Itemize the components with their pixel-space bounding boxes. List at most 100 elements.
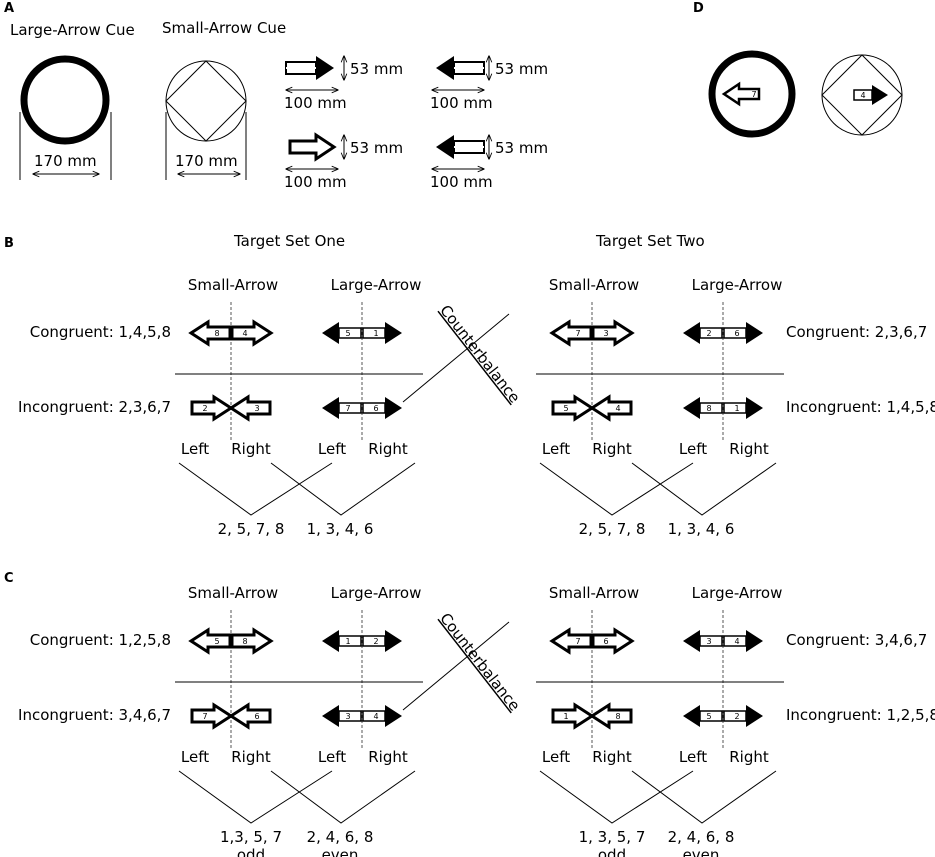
c-set2-small-incong-right-number: 8: [615, 712, 620, 721]
b-set1-large-left-label: Left: [318, 440, 346, 458]
c-set2-large-incong-left-number: 5: [706, 712, 711, 721]
b-set2-large-incong-left-number: 8: [706, 404, 711, 413]
c-set1-large-incong-right: 4: [362, 705, 402, 727]
c-set1-right-group-sub: even: [322, 846, 359, 857]
c-set2-large-cong-left: 3: [683, 630, 723, 652]
c-counterbalance: Counterbalance: [402, 609, 524, 714]
b-set1-large-incong-right-number: 6: [373, 404, 378, 413]
c-set2-small-arrow-heading: Small-Arrow: [549, 584, 639, 602]
c-set1-congruent-label: Congruent: 1,2,5,8: [30, 631, 171, 649]
b-set1-right-grouping-lines: [270, 462, 416, 516]
c-set2-small-incong-right: 8: [589, 702, 633, 730]
b-set2-small-incong-right-number: 4: [615, 404, 620, 413]
specimen-arrow-4: [436, 135, 485, 159]
b-set1-large-incong-left-number: 7: [345, 404, 350, 413]
c-set2-right-group-label: 2, 4, 6, 8: [668, 828, 735, 846]
b-set2-large-incong-right-number: 1: [734, 404, 739, 413]
c-set1-large-cong-right: 2: [362, 630, 402, 652]
b-set2-small-cong-right-number: 3: [603, 329, 608, 338]
specimen-width-label-3: 100 mm: [284, 173, 347, 191]
b-set1-small-right-label: Right: [231, 440, 271, 458]
b-set1-large-incong-right: 6: [362, 397, 402, 419]
b-set1-large-incong-left: 7: [322, 397, 362, 419]
c-set1-large-cong-left-number: 1: [345, 637, 350, 646]
panel-label-a: A: [4, 1, 14, 16]
c-set1-large-right-label: Right: [368, 748, 408, 766]
b-counterbalance-label: Counterbalance: [436, 301, 523, 406]
b-set1-large-cong-left-number: 5: [345, 329, 350, 338]
panel-a: A Large-Arrow Cue Small-Arrow Cue 170 mm…: [4, 1, 548, 191]
c-set2-large-right-label: Right: [729, 748, 769, 766]
b-set2-small-right-label: Right: [592, 440, 632, 458]
c-set2-small-left-label: Left: [542, 748, 570, 766]
b-set1-left-grouping-lines: [178, 462, 333, 516]
c-set2-large-arrow-heading: Large-Arrow: [692, 584, 783, 602]
c-set2-small-incong-left: 1: [551, 702, 595, 730]
c-set2-small-right-label: Right: [592, 748, 632, 766]
large-cue-circle: [20, 55, 110, 145]
c-counterbalance-cross-line: [402, 621, 510, 711]
small-cue-circle: [165, 60, 247, 142]
c-set1-large-incong-right-number: 4: [373, 712, 378, 721]
b-set2-small-incong-right: 4: [589, 394, 633, 422]
b-target-set-two-title: Target Set Two: [595, 232, 705, 250]
b-set1-small-incong-left: 2: [190, 394, 234, 422]
c-set1-small-right-label: Right: [231, 748, 271, 766]
specimen-height-label-1: 53 mm: [350, 60, 403, 78]
specimen-width-label-4: 100 mm: [430, 173, 493, 191]
b-set1-large-arrow-heading: Large-Arrow: [331, 276, 422, 294]
panel-label-c: C: [4, 571, 14, 586]
c-set1-left-grouping-lines: [178, 770, 333, 824]
b-set1-congruent-label: Congruent: 1,4,5,8: [30, 323, 171, 341]
c-set1-small-left-label: Left: [181, 748, 209, 766]
b-set1-small-incong-left-number: 2: [202, 404, 207, 413]
b-set1-large-cong-left: 5: [322, 322, 362, 344]
specimen-height-label-4: 53 mm: [495, 139, 548, 157]
c-set1-small-cong-right-number: 8: [242, 637, 247, 646]
d-small-arrow: [853, 85, 888, 105]
b-set1-small-cong-left: 8: [188, 319, 232, 347]
b-set2-right-grouping-lines: [631, 462, 777, 516]
b-set2-large-left-label: Left: [679, 440, 707, 458]
b-set1-small-cong-left-number: 8: [214, 329, 219, 338]
b-set1-incongruent-label: Incongruent: 2,3,6,7: [18, 398, 171, 416]
specimen-height-label-3: 53 mm: [350, 139, 403, 157]
c-set1-incongruent-label: Incongruent: 3,4,6,7: [18, 706, 171, 724]
b-target-set-one-title: Target Set One: [233, 232, 345, 250]
b-set2-large-cong-right: 6: [723, 322, 763, 344]
c-set1-left-group-sub: odd: [237, 846, 265, 857]
small-cue-diamond: [165, 60, 247, 142]
c-set2-congruent-label: Congruent: 3,4,6,7: [786, 631, 927, 649]
c-set1-left-group-label: 1,3, 5, 7: [220, 828, 282, 846]
specimen-arrow-2: [436, 56, 485, 80]
b-set1-small-cong-right-number: 4: [242, 329, 247, 338]
b-set1-small-arrow-heading: Small-Arrow: [188, 276, 278, 294]
b-set2-small-incong-left: 5: [551, 394, 595, 422]
c-set2-left-group-label: 1, 3, 5, 7: [579, 828, 646, 846]
b-set1-small-incong-right-number: 3: [254, 404, 259, 413]
c-set2-small-cong-right: 6: [591, 627, 635, 655]
c-set1-small-incong-left: 7: [190, 702, 234, 730]
c-set1-large-incong-left-number: 3: [345, 712, 350, 721]
b-set1-large-right-label: Right: [368, 440, 408, 458]
b-set1-left-group-label: 2, 5, 7, 8: [218, 520, 285, 538]
b-set2-small-cong-right: 3: [591, 319, 635, 347]
large-cue-width-label: 170 mm: [34, 152, 97, 170]
c-set2-right-group-sub: even: [683, 846, 720, 857]
c-set2-incongruent-label: Incongruent: 1,2,5,8: [786, 706, 935, 724]
d-small-arrow-number: 4: [860, 91, 865, 100]
large-cue-title: Large-Arrow Cue: [10, 21, 135, 39]
c-set2-small-incong-left-number: 1: [563, 712, 568, 721]
c-set2-large-cong-right-number: 4: [734, 637, 739, 646]
panel-label-d: D: [693, 1, 704, 16]
b-set1-large-cong-right: 1: [362, 322, 402, 344]
b-set1-small-incong-right: 3: [228, 394, 272, 422]
c-set2-large-incong-right-number: 2: [734, 712, 739, 721]
